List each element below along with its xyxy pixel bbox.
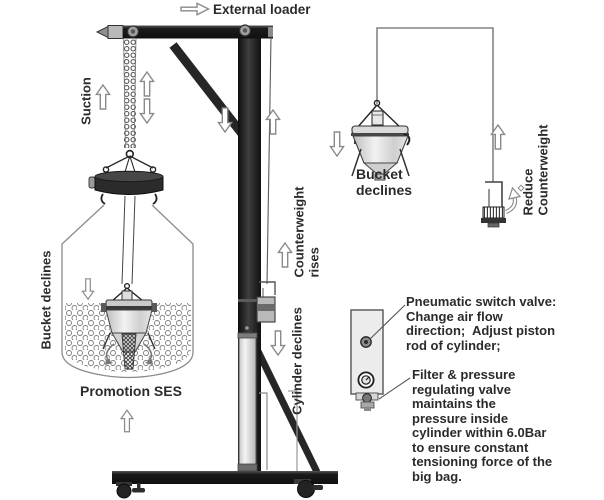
rope (376, 27, 494, 182)
suction-label: Suction (78, 77, 94, 125)
bucket-declines-right-label: Bucket declines (356, 166, 413, 198)
pneumatic-cylinder (237, 325, 298, 472)
pneumatic-note: Pneumatic switch valve: Change air flow … (406, 294, 557, 353)
down-arrow-icon (81, 278, 95, 300)
caster-wheel-right (294, 479, 323, 498)
down-arrow-icon (329, 131, 345, 157)
top-brace (169, 42, 247, 138)
promotion-ses-label: Promotion SES (80, 383, 182, 400)
counterweight-block (482, 206, 505, 219)
lid-handle (403, 133, 411, 146)
suction-pipe-tip (95, 25, 109, 39)
piston-rod (259, 392, 268, 470)
right-arrow-icon (180, 2, 211, 16)
up-arrow-icon (139, 71, 155, 97)
filter-note: Filter & pressure regulating valve maint… (412, 367, 553, 484)
base-beam (112, 471, 338, 484)
down-arrow-icon (270, 330, 286, 356)
flow-arrow-left (105, 343, 115, 362)
bottom-brace (249, 339, 321, 474)
cylinder-declines-label: Cylinder declines (289, 307, 305, 415)
bag-outline (61, 204, 194, 379)
pointer-line-filter (378, 377, 411, 400)
disc-hook-right (152, 193, 158, 205)
up-arrow-icon (95, 84, 111, 110)
cylinder-tube (238, 332, 257, 472)
inner-bucket (101, 195, 157, 370)
lifting-disc (88, 155, 164, 205)
bucket-lid (351, 125, 409, 135)
counterweight-rope (266, 35, 272, 285)
top-beam (123, 25, 273, 39)
caster-wheel-left (116, 482, 145, 499)
disc-hook-left (100, 193, 106, 205)
up-arrow-icon (120, 409, 134, 433)
counterweight-left (256, 35, 276, 323)
right-bucket (351, 104, 411, 181)
bucket-spout (374, 173, 386, 181)
reduce-counterweight-label: Reduce Counterweight (520, 124, 550, 216)
discharge-sleeve (121, 333, 137, 370)
flow-arrow-right (143, 343, 153, 362)
up-arrow-icon (277, 242, 293, 268)
bucket-declines-left-label: Bucket declines (38, 250, 54, 350)
disc-side-tab (88, 176, 96, 189)
suction-chain (123, 37, 137, 159)
external-loader-label: External loader (213, 2, 311, 17)
counterweight-rises-label: Counterweight rises (291, 186, 321, 278)
valve-panel (350, 304, 411, 411)
down-arrow-icon (139, 98, 155, 124)
up-arrow-icon (265, 109, 281, 135)
right-counterweight (481, 181, 525, 228)
pointer-line-switch (369, 304, 406, 340)
